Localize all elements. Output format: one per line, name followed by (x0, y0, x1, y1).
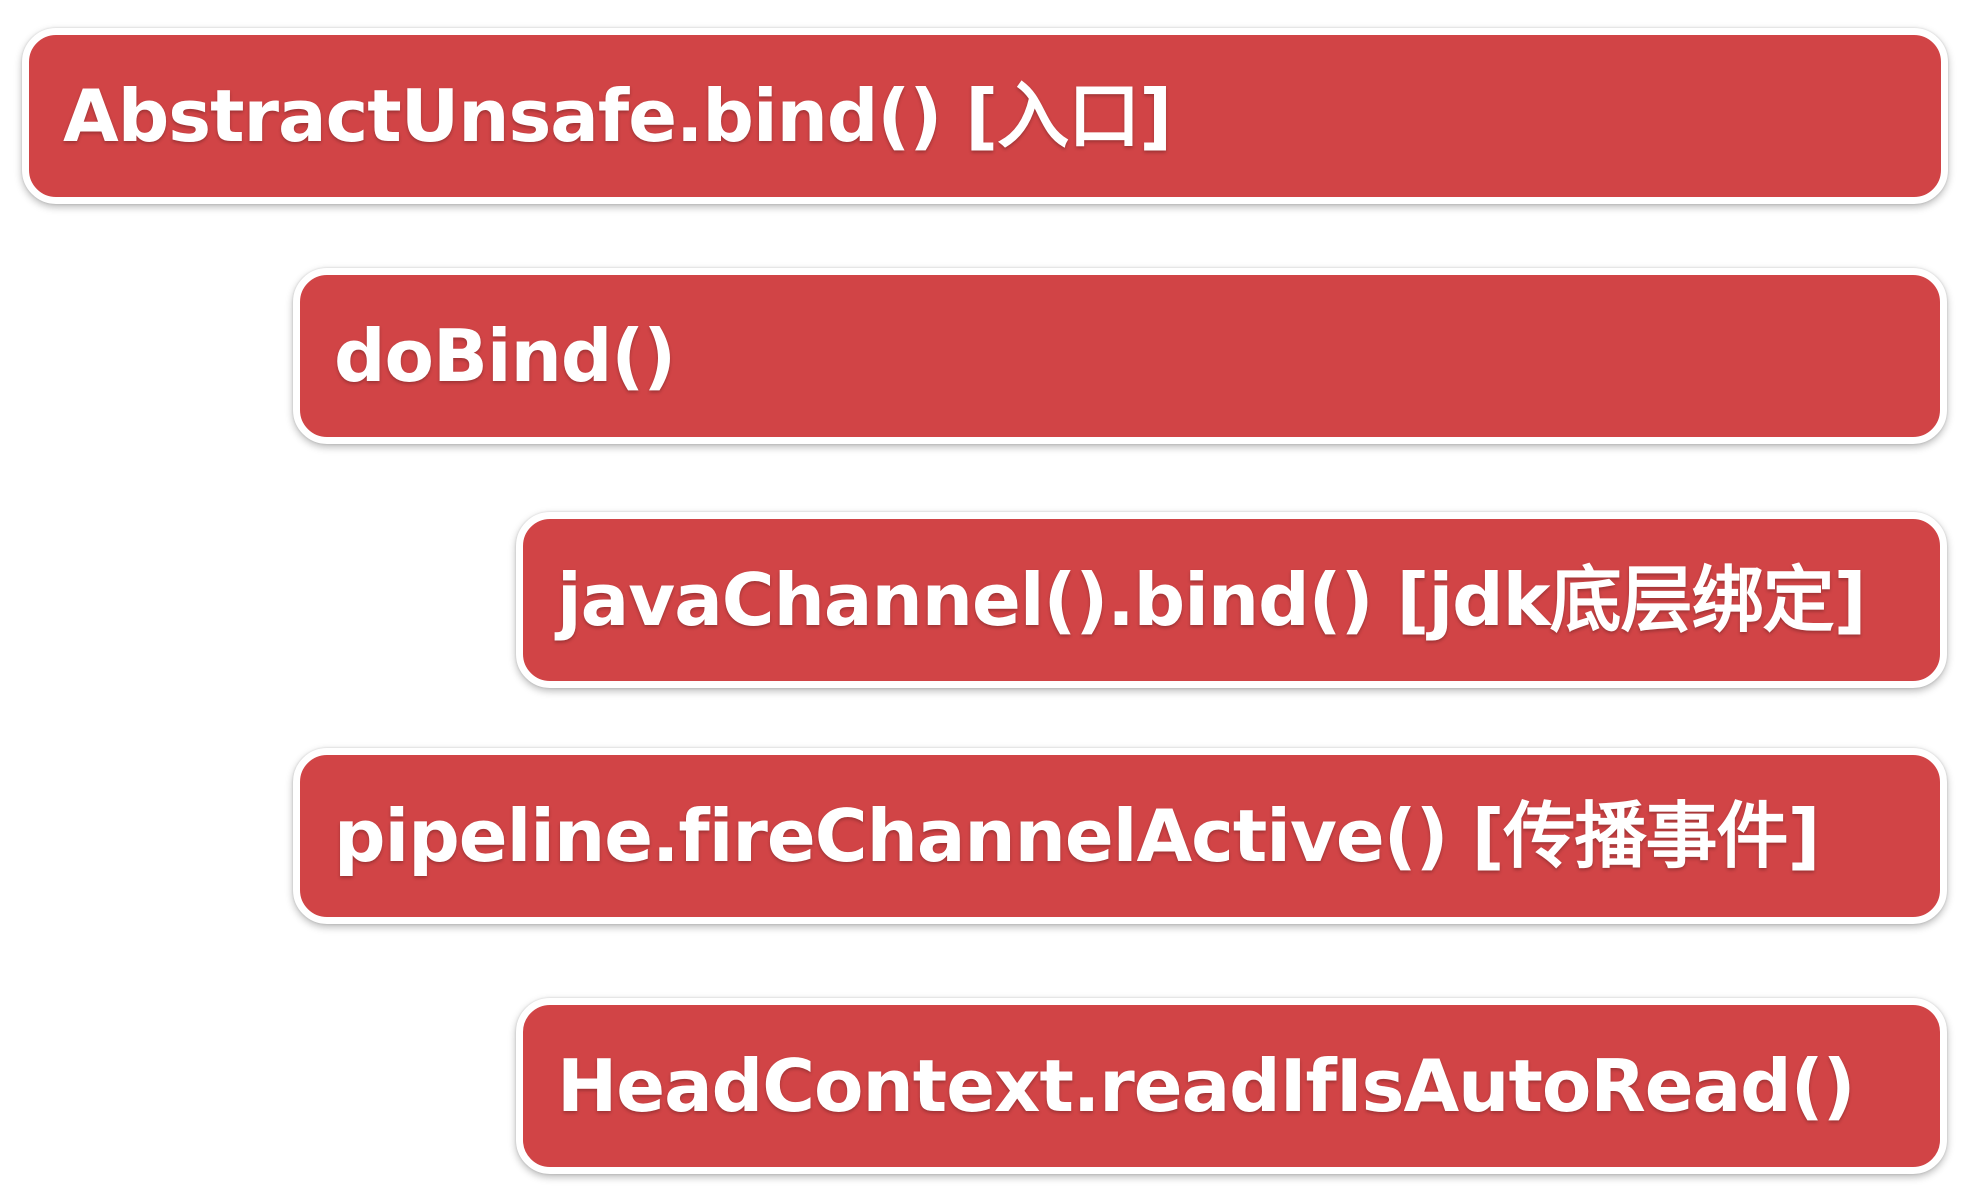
step-fire-channel-active: pipeline.fireChannelActive() [传播事件] (293, 748, 1947, 924)
step-label: pipeline.fireChannelActive() [传播事件] (334, 794, 1820, 878)
step-do-bind: doBind() (293, 268, 1947, 444)
step-label: javaChannel().bind() [jdk底层绑定] (557, 558, 1866, 642)
step-abstract-unsafe-bind: AbstractUnsafe.bind() [入口] (22, 28, 1948, 204)
step-label: AbstractUnsafe.bind() [入口] (63, 74, 1172, 158)
step-label: doBind() (334, 314, 676, 398)
step-read-if-is-auto-read: HeadContext.readIfIsAutoRead() (516, 998, 1947, 1174)
step-label: HeadContext.readIfIsAutoRead() (557, 1044, 1856, 1128)
step-java-channel-bind: javaChannel().bind() [jdk底层绑定] (516, 512, 1947, 688)
